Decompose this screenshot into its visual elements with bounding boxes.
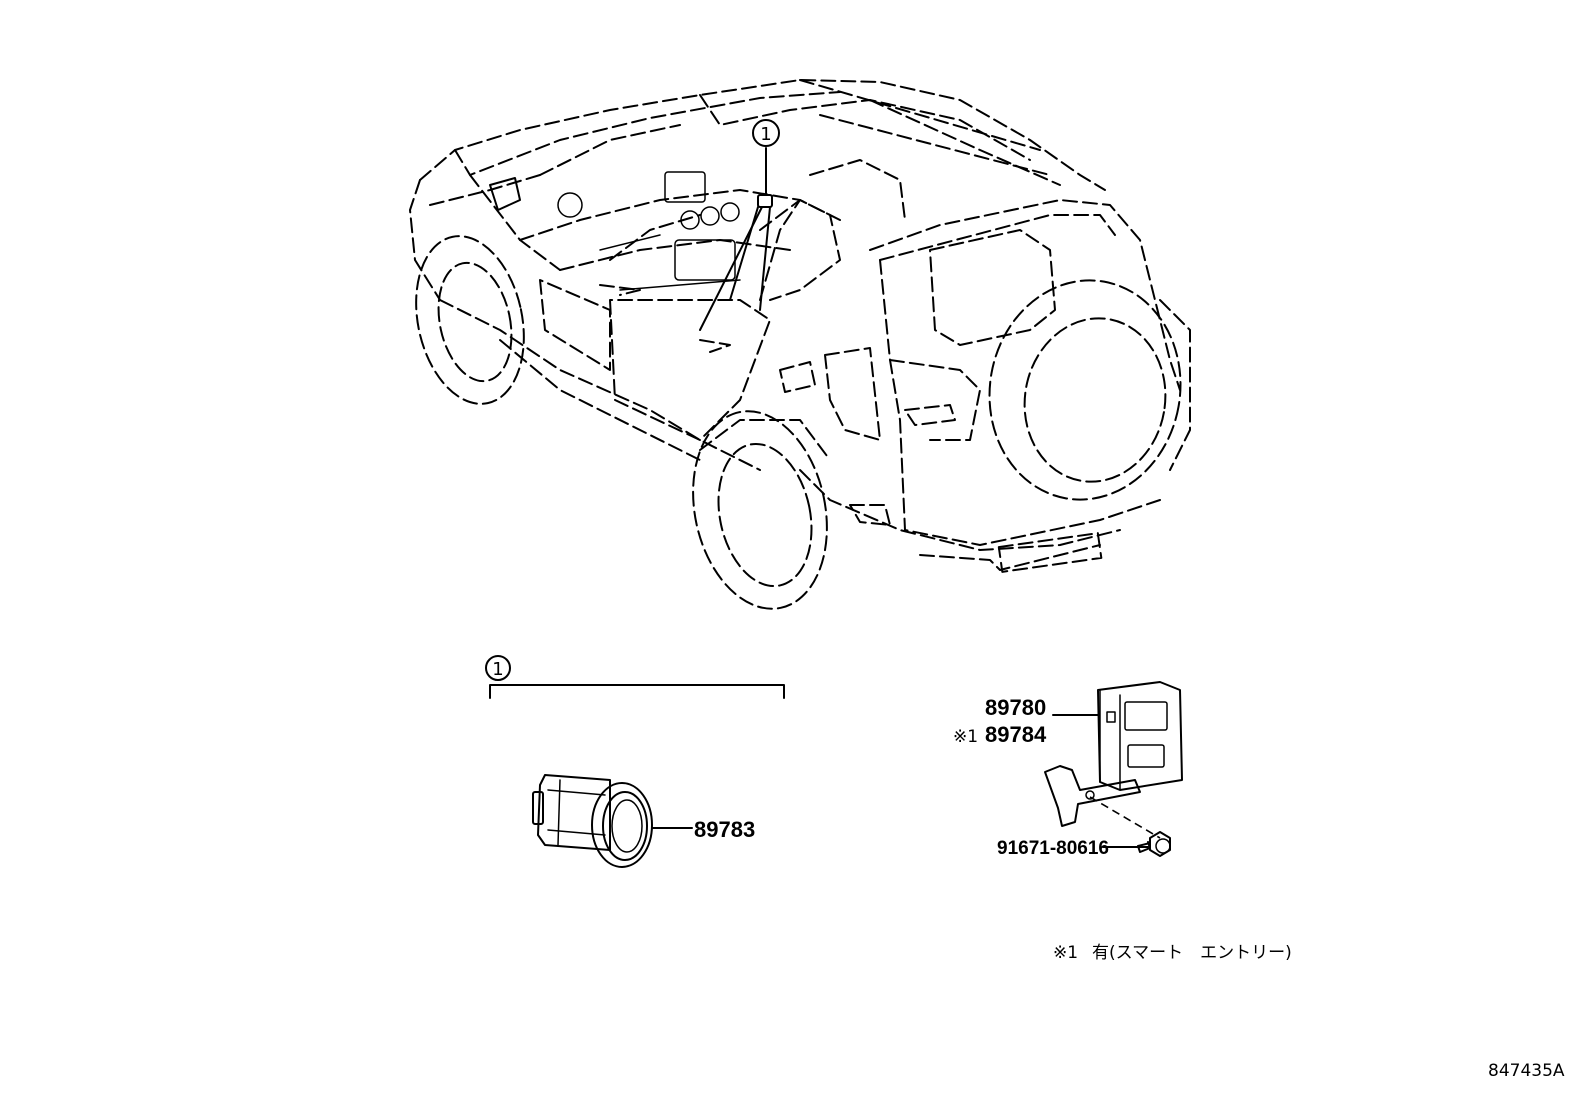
footnote-text: 有(スマート エントリー)	[1092, 943, 1292, 963]
vehicle-callout: 1	[752, 119, 780, 147]
part-89783-illustration	[532, 774, 653, 868]
illustration-id: 847435A	[1488, 1061, 1565, 1081]
part-91671-illustration	[1137, 831, 1171, 857]
sensor-location-marker	[757, 194, 773, 208]
group-callout-number: 1	[492, 659, 503, 680]
vehicle-callout-number: 1	[760, 124, 771, 145]
part-number-89783: 89783	[694, 817, 755, 842]
vehicle-outline	[409, 79, 1191, 610]
part-number-89780: 89780	[985, 695, 1046, 720]
part-number-89784: 89784	[985, 722, 1047, 747]
part-number-91671-80616: 91671-80616	[997, 838, 1109, 859]
part-89780-illustration	[1044, 681, 1183, 827]
group-callout: 1	[485, 655, 785, 699]
bolt-leader-dashed	[1089, 796, 1161, 839]
part-89784-mark: ※1	[953, 727, 978, 747]
group-bracket	[489, 684, 785, 699]
footnote-mark: ※1	[1053, 943, 1078, 963]
